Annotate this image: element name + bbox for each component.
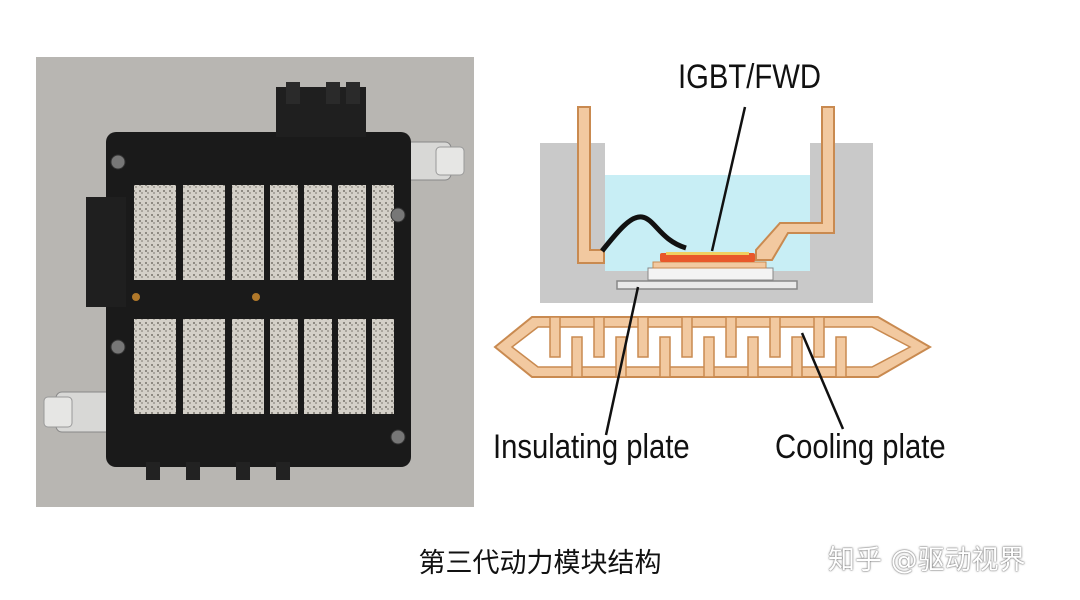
leader-insulating bbox=[604, 286, 640, 436]
zhihu-watermark: 知乎 @驱动视界 bbox=[828, 545, 1026, 576]
cross-section-svg bbox=[493, 106, 933, 436]
terminal-right bbox=[755, 106, 835, 261]
leader-igbt bbox=[710, 106, 747, 252]
bond-wire bbox=[600, 214, 687, 253]
igbt-cell-array-lower bbox=[134, 319, 394, 414]
dbc-substrate bbox=[647, 267, 774, 281]
igbt-cell-array-upper bbox=[134, 185, 394, 280]
cooling-fins bbox=[549, 316, 847, 378]
power-module-photo bbox=[36, 57, 474, 507]
insulating-plate bbox=[616, 280, 798, 290]
label-igbt-fwd: IGBT/FWD bbox=[678, 58, 821, 96]
cross-section-diagram: IGBT/FWD Insulating plate Cooling plate bbox=[490, 55, 946, 495]
power-module-illustration bbox=[43, 82, 465, 480]
leader-cooling bbox=[800, 332, 845, 430]
label-cooling-plate: Cooling plate bbox=[775, 428, 946, 466]
igbt-fwd-chip bbox=[660, 253, 755, 262]
label-insulating-plate: Insulating plate bbox=[493, 428, 690, 466]
figure-caption: 第三代动力模块结构 bbox=[418, 548, 662, 579]
